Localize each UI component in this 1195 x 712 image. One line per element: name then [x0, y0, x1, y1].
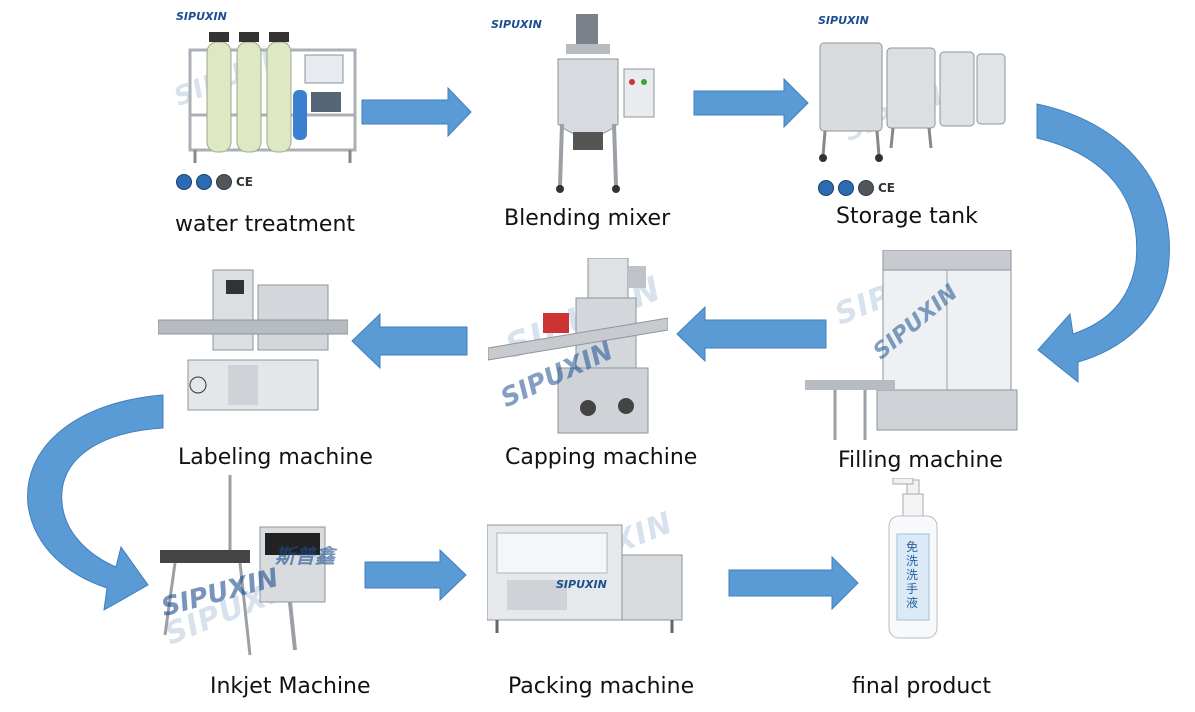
arrow-water-to-mixer [361, 86, 472, 138]
arrow-capping-to-labeling [351, 312, 468, 370]
ce-mark: CE [878, 181, 896, 195]
filling-machine-image [805, 250, 1018, 440]
stage-label-blending-mixer: Blending mixer [504, 206, 671, 231]
capping-machine-image [488, 258, 668, 434]
certification-icon [176, 174, 192, 190]
arrow-inkjet-to-packing [364, 548, 467, 602]
stage-label-filling-machine: Filling machine [838, 448, 1003, 473]
certification-badges: CE [176, 174, 253, 190]
arrow-packing-to-final [728, 555, 859, 611]
brand-logo-cn: 斯普鑫 [275, 544, 335, 568]
ce-mark: CE [236, 175, 254, 189]
water-treatment-image [188, 32, 357, 163]
stage-label-water-treatment: water treatment [175, 212, 356, 237]
brand-logo: SIPUXIN [491, 18, 542, 31]
brand-logo: SIPUXIN [176, 10, 227, 23]
certification-icon [216, 174, 232, 190]
certification-icon [858, 180, 874, 196]
stage-label-storage-tank: Storage tank [836, 204, 978, 229]
brand-logo: SIPUXIN [556, 578, 607, 591]
final-product-bottle-image [888, 478, 938, 639]
certification-badges: CE [818, 180, 895, 196]
stage-label-inkjet-machine: Inkjet Machine [210, 674, 371, 699]
certification-icon [196, 174, 212, 190]
brand-logo: SIPUXIN [818, 14, 869, 27]
bottle-label-text: 免洗洗手液 [906, 540, 919, 610]
stage-label-labeling-machine: Labeling machine [178, 445, 373, 470]
arrow-mixer-to-storage [693, 77, 809, 129]
certification-icon [818, 180, 834, 196]
certification-icon [838, 180, 854, 196]
labeling-machine-image [158, 269, 348, 411]
stage-label-capping-machine: Capping machine [505, 445, 698, 470]
stage-label-packing-machine: Packing machine [508, 674, 695, 699]
packing-machine-image [487, 524, 683, 633]
arrow-labeling-to-inkjet [27, 394, 164, 611]
stage-label-final-product: final product [852, 674, 992, 699]
arrow-storage-to-filling [1036, 103, 1170, 384]
storage-tank-image [819, 42, 1006, 162]
arrow-filling-to-capping [676, 305, 827, 363]
blending-mixer-image [556, 14, 655, 193]
inkjet-machine-image [160, 475, 326, 656]
